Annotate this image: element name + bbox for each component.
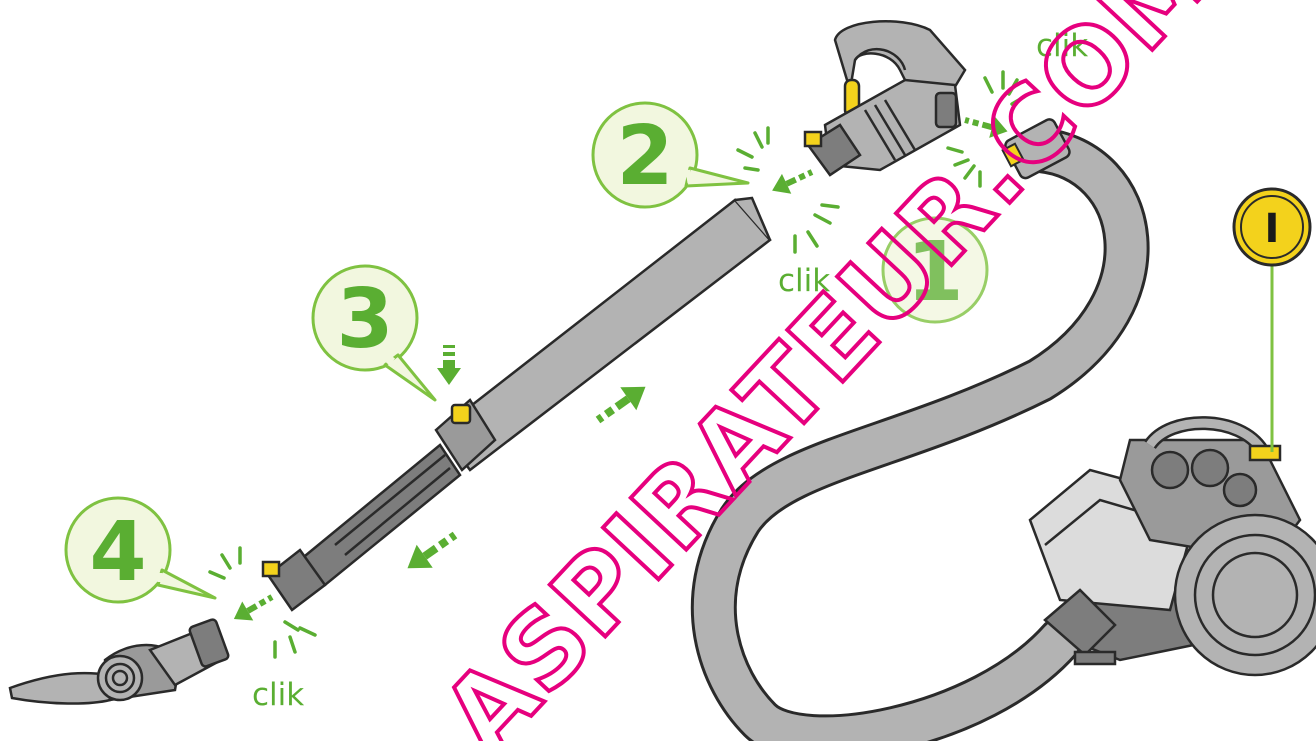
clik-label-2: clik <box>778 263 830 299</box>
step-bubble-4: 4 <box>64 496 217 604</box>
arrow-step-1 <box>964 116 1008 138</box>
vacuum-body <box>1028 416 1316 677</box>
clik-label-1: clik <box>1036 28 1088 64</box>
floor-tool <box>8 618 230 705</box>
step-number-3: 3 <box>336 272 393 367</box>
arrow-step-2 <box>772 169 814 194</box>
step-number-1: 1 <box>906 225 963 320</box>
hose <box>690 118 1150 741</box>
step-number-2: 2 <box>616 109 673 204</box>
power-symbol: I <box>1265 206 1280 252</box>
arrow-step-4 <box>233 594 274 621</box>
arrow-extend <box>595 386 646 424</box>
arrow-retract <box>407 531 458 569</box>
wand-tube <box>261 196 772 612</box>
arrow-step-3 <box>437 345 461 385</box>
click-bursts <box>208 70 1026 659</box>
step-number-4: 4 <box>89 505 146 600</box>
step-bubble-3: 3 <box>311 264 437 402</box>
step-bubble-2: 2 <box>591 101 750 209</box>
step-bubble-1: 1 <box>881 216 989 324</box>
motion-arrows <box>233 116 1008 621</box>
wand-handle <box>803 20 967 177</box>
power-button-callout: I <box>1232 187 1312 452</box>
hose-cuff <box>1001 118 1071 180</box>
clik-label-3: clik <box>252 677 304 713</box>
